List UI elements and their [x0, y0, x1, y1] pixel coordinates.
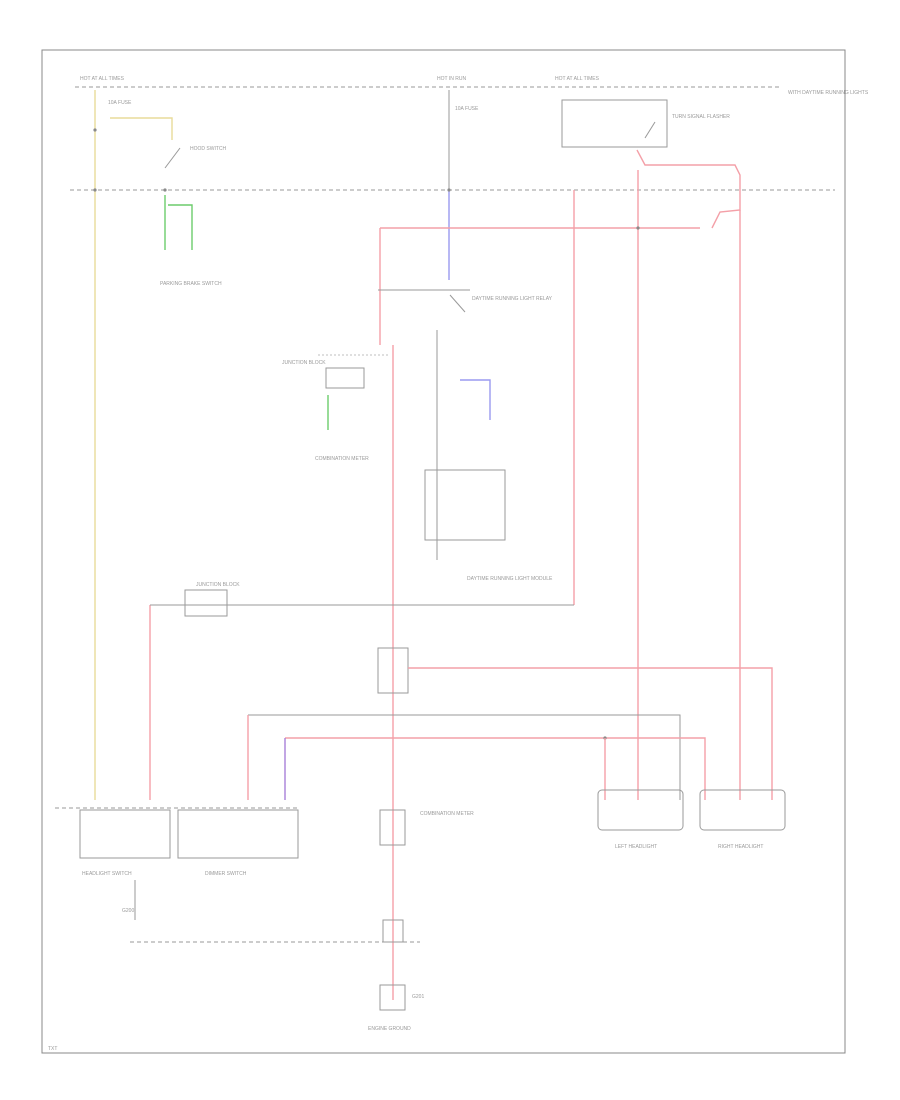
hot-left-label: HOT AT ALL TIMES: [80, 76, 125, 82]
left-headlight-label: LEFT HEADLIGHT: [615, 844, 657, 850]
flasher-label: TURN SIGNAL FLASHER: [672, 114, 730, 120]
ground-left-label: G200: [122, 908, 134, 914]
wire-green-right: [168, 204, 193, 250]
hot-right-label: HOT AT ALL TIMES: [555, 76, 600, 82]
wire-red-h-mid: [408, 667, 773, 800]
junction-center: [377, 647, 409, 694]
daytime-relay-label: DAYTIME RUNNING LIGHT RELAY: [472, 296, 553, 302]
bottom-ground-label: ENGINE GROUND: [368, 1026, 411, 1032]
combination-meter-label: COMBINATION METER: [315, 456, 369, 462]
indicator-lamp-label: COMBINATION METER: [420, 811, 474, 817]
fuse-mid-label: 10A FUSE: [455, 106, 479, 112]
left-module-label: PARKING BRAKE SWITCH: [160, 281, 222, 287]
node-mid-top: [447, 188, 451, 192]
wire-yellow-top: [110, 117, 173, 140]
relay-left-label: JUNCTION BLOCK: [282, 360, 326, 366]
corner-note: TXT: [48, 1046, 57, 1052]
wire-blue-branch: [460, 379, 491, 420]
ground-mid-label: G201: [412, 994, 424, 1000]
left-headlight-box: [597, 789, 684, 831]
node-hood: [163, 188, 167, 192]
wire-red-h-low: [285, 737, 706, 800]
ground-block: [379, 984, 406, 1011]
wire-grey-h-mid: [248, 714, 681, 800]
hood-switch-blade: [164, 147, 181, 169]
node-red-junction: [636, 226, 640, 230]
node-left-fuse: [93, 128, 97, 132]
flasher-box: [561, 99, 668, 148]
right-headlight-box: [699, 789, 786, 831]
dimmer-switch-box: [177, 809, 299, 859]
junction-upper: [184, 589, 228, 617]
headlight-switch-label: HEADLIGHT SWITCH: [82, 871, 132, 877]
relay-switch-blade: [449, 294, 466, 313]
daytime-module-label: DAYTIME RUNNING LIGHT MODULE: [467, 576, 553, 582]
hood-switch-label: HOOD SWITCH: [190, 146, 226, 152]
hot-mid-label: HOT IN RUN: [437, 76, 466, 82]
relay-coil: [325, 367, 365, 389]
fuse-left-label: 10A FUSE: [108, 100, 132, 106]
junction-upper-label: JUNCTION BLOCK: [196, 582, 240, 588]
bottom-connector: [382, 919, 404, 943]
daytime-module-box: [424, 469, 506, 541]
right-headlight-label: RIGHT HEADLIGHT: [718, 844, 763, 850]
note-right-label: WITH DAYTIME RUNNING LIGHTS: [788, 90, 869, 96]
wire-red-top-right: [636, 149, 741, 229]
dimmer-switch-label: DIMMER SWITCH: [205, 871, 247, 877]
headlight-switch-box: [79, 809, 171, 859]
flasher-switch: [644, 121, 656, 139]
indicator-lamp: [379, 809, 406, 846]
diagram-frame: [41, 49, 846, 1054]
node-left-top: [93, 188, 97, 192]
